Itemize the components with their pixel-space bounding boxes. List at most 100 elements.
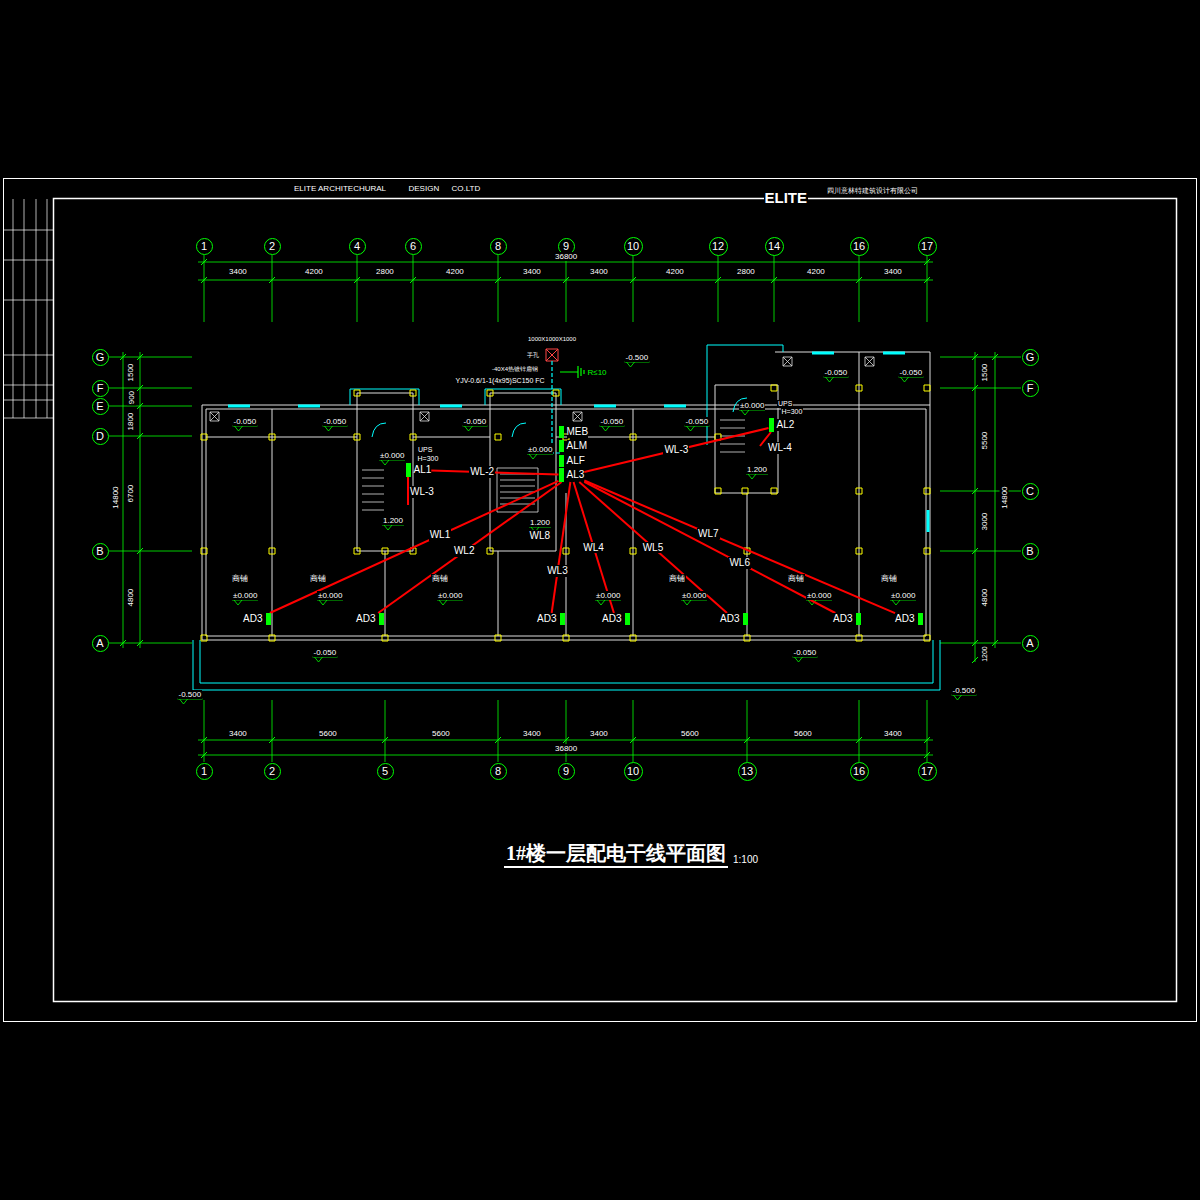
- elevation-mark: -0.050: [685, 417, 710, 426]
- earthing-resistance: R≤10: [587, 368, 608, 377]
- axis-label: 2: [269, 766, 275, 777]
- doors: [372, 398, 747, 437]
- distribution-box: AL2: [769, 418, 795, 432]
- room-name: 商铺: [431, 574, 449, 583]
- dimension-text: 6700: [126, 483, 135, 503]
- dimension-ticks: [972, 354, 998, 663]
- company-logo: ELITE: [764, 189, 809, 206]
- cable-label: WL6: [728, 557, 751, 569]
- panel-bar: [625, 613, 630, 625]
- cable-spec: YJV-0.6/1-1(4x95)SC150 FC: [455, 377, 546, 385]
- service-pit: [546, 349, 558, 361]
- axis-bubble: 2: [264, 238, 281, 255]
- cable-run: [579, 482, 727, 613]
- axis-label: 6: [410, 241, 416, 252]
- cable-label: WL-4: [767, 442, 793, 454]
- pit-name: 手孔: [526, 352, 540, 359]
- axis-label: 1: [201, 241, 207, 252]
- axis-bubble: G: [1022, 349, 1039, 366]
- distribution-box: AL3: [559, 468, 585, 482]
- cable-run: [584, 482, 835, 613]
- cable-run: [270, 481, 559, 613]
- axis-label: 17: [921, 766, 933, 777]
- dimension-text: 5600: [318, 729, 338, 738]
- dimension-text: 5500: [980, 430, 989, 450]
- panel-label: AD3: [833, 613, 852, 625]
- panel-label: AD3: [356, 613, 375, 625]
- axis-label: F: [97, 383, 104, 394]
- panel-note: UPS: [417, 446, 433, 454]
- dimension-text: 5600: [431, 729, 451, 738]
- panel-label: AD3: [720, 613, 739, 625]
- panel-label: AD3: [537, 613, 556, 625]
- dimension-text: 4200: [304, 267, 324, 276]
- dimension-text: 1500: [126, 362, 135, 382]
- panel-bar: [406, 463, 411, 477]
- axis-bubble: 14: [765, 237, 784, 256]
- axis-label: D: [96, 431, 104, 442]
- axis-bubble: 8: [490, 238, 507, 255]
- inner-frame: [54, 199, 1177, 1002]
- elevation-symbol: [178, 699, 203, 704]
- dimension-text: 3000: [980, 511, 989, 531]
- axis-bubble: 10: [624, 762, 643, 781]
- elevation-mark: -0.500: [952, 686, 977, 695]
- dimension-text: 1200: [981, 645, 989, 663]
- panel-bar: [559, 468, 564, 482]
- axis-label: A: [96, 638, 103, 649]
- distribution-box: AD3: [602, 613, 629, 625]
- elevation-symbol: [323, 426, 348, 431]
- distribution-box: ALM: [559, 440, 588, 452]
- panel-bar: [559, 440, 564, 452]
- dimension-text: 4200: [806, 267, 826, 276]
- elevation-mark: -0.500: [625, 353, 650, 362]
- cable-label: WL-3: [663, 444, 689, 456]
- panel-bar: [559, 455, 564, 467]
- elevation-symbol: [527, 454, 553, 459]
- elevation-symbol: [681, 600, 707, 605]
- axis-bubble: 1: [196, 238, 213, 255]
- axis-label: 17: [921, 241, 933, 252]
- elevation-mark: ±0.000: [437, 591, 463, 600]
- axis-label: 14: [768, 241, 780, 252]
- cable-label: WL3: [546, 565, 569, 577]
- cable-label: WL8: [529, 530, 552, 542]
- distribution-box: AD3: [243, 613, 270, 625]
- elevation-mark: ±0.000: [232, 591, 258, 600]
- header-text: CO.LTD: [451, 184, 482, 193]
- elevation-mark: ±0.000: [379, 451, 405, 460]
- axis-label: 16: [853, 766, 865, 777]
- cable-stubs: [408, 432, 771, 505]
- panel-label: AL2: [777, 419, 795, 431]
- room-name: 商铺: [880, 574, 898, 583]
- axis-bubble: 8: [490, 763, 507, 780]
- panel-bar: [559, 426, 564, 438]
- dimension-total: 14800: [1000, 485, 1009, 509]
- scale-text: 1:100: [732, 854, 759, 866]
- dimension-text: 3400: [883, 729, 903, 738]
- drawing-title: 1#楼一层配电干线平面图: [504, 841, 728, 868]
- room-name: 商铺: [309, 574, 327, 583]
- dimension-text: 3400: [589, 267, 609, 276]
- distribution-box: AD3: [356, 613, 383, 625]
- axis-label: E: [96, 401, 103, 412]
- grid-lines-bottom: [198, 700, 933, 762]
- axis-label: A: [1026, 638, 1033, 649]
- dimension-ticks: [201, 737, 930, 758]
- panel-note: UPS: [777, 400, 793, 408]
- axis-label: 5: [382, 766, 388, 777]
- dimension-text: 4800: [126, 587, 135, 607]
- axis-label: 10: [627, 241, 639, 252]
- elevation-mark: ±0.000: [806, 591, 832, 600]
- panel-note: H=300: [417, 455, 440, 463]
- elevation-symbol: [232, 600, 258, 605]
- dimension-text: 1800: [126, 411, 135, 431]
- distribution-box: AD3: [720, 613, 747, 625]
- fixtures: [210, 357, 874, 421]
- cable-run: [552, 482, 571, 613]
- earthing-symbol: [560, 366, 584, 378]
- elevation-symbol: [793, 657, 818, 662]
- windows: [228, 353, 928, 532]
- elevation-mark: -0.050: [899, 368, 924, 377]
- axis-label: 4: [354, 241, 360, 252]
